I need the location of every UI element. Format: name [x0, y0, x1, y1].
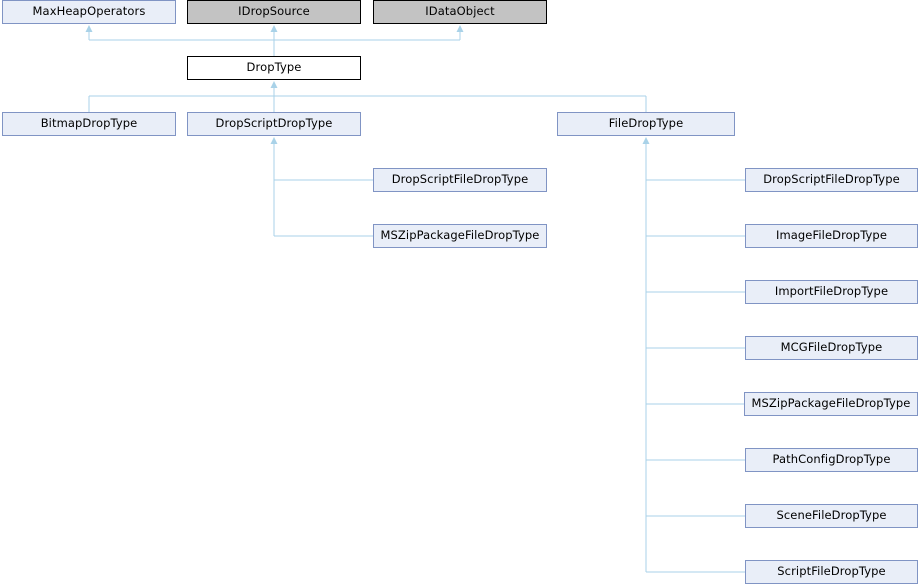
class-node-droptype[interactable]: DropType [187, 56, 361, 80]
class-node-fd-dropscriptfiledroptype[interactable]: DropScriptFileDropType [745, 168, 918, 192]
class-node-fd-scenefiledroptype[interactable]: SceneFileDropType [745, 504, 918, 528]
class-node-label: PathConfigDropType [772, 452, 891, 467]
class-node-label: DropScriptDropType [215, 116, 333, 131]
class-node-label: MaxHeapOperators [32, 4, 146, 19]
class-node-label: DropScriptFileDropType [391, 172, 529, 187]
class-node-ds-dropscriptfiledroptype[interactable]: DropScriptFileDropType [373, 168, 547, 192]
class-node-label: MSZipPackageFileDropType [380, 228, 540, 243]
class-node-fd-mcgfiledroptype[interactable]: MCGFileDropType [745, 336, 918, 360]
class-node-label: DropScriptFileDropType [763, 172, 900, 187]
class-node-maxheapoperators[interactable]: MaxHeapOperators [2, 0, 176, 24]
class-node-label: MCGFileDropType [780, 340, 883, 355]
class-node-label: BitmapDropType [40, 116, 138, 131]
class-node-label: IDataObject [425, 4, 495, 19]
class-node-label: ImportFileDropType [774, 284, 889, 299]
class-node-filedroptype[interactable]: FileDropType [557, 112, 735, 136]
class-node-label: FileDropType [608, 116, 684, 131]
class-node-idataobject[interactable]: IDataObject [373, 0, 547, 24]
class-node-label: DropType [246, 60, 302, 75]
class-node-fd-pathconfigdroptype[interactable]: PathConfigDropType [745, 448, 918, 472]
class-node-label: IDropSource [238, 4, 310, 19]
class-node-fd-mszippackagefile[interactable]: MSZipPackageFileDropType [744, 392, 918, 416]
class-node-fd-imagefiledroptype[interactable]: ImageFileDropType [745, 224, 918, 248]
class-node-bitmapdroptype[interactable]: BitmapDropType [2, 112, 176, 136]
class-node-dropscriptdroptype[interactable]: DropScriptDropType [187, 112, 361, 136]
class-node-idropsource[interactable]: IDropSource [187, 0, 361, 24]
class-node-fd-scriptfiledroptype[interactable]: ScriptFileDropType [745, 560, 918, 584]
class-node-label: ScriptFileDropType [777, 564, 886, 579]
class-node-label: ImageFileDropType [775, 228, 888, 243]
class-node-ds-mszippackagefile[interactable]: MSZipPackageFileDropType [373, 224, 547, 248]
class-node-label: MSZipPackageFileDropType [751, 396, 911, 411]
class-node-fd-importfiledroptype[interactable]: ImportFileDropType [745, 280, 918, 304]
class-node-label: SceneFileDropType [776, 508, 887, 523]
